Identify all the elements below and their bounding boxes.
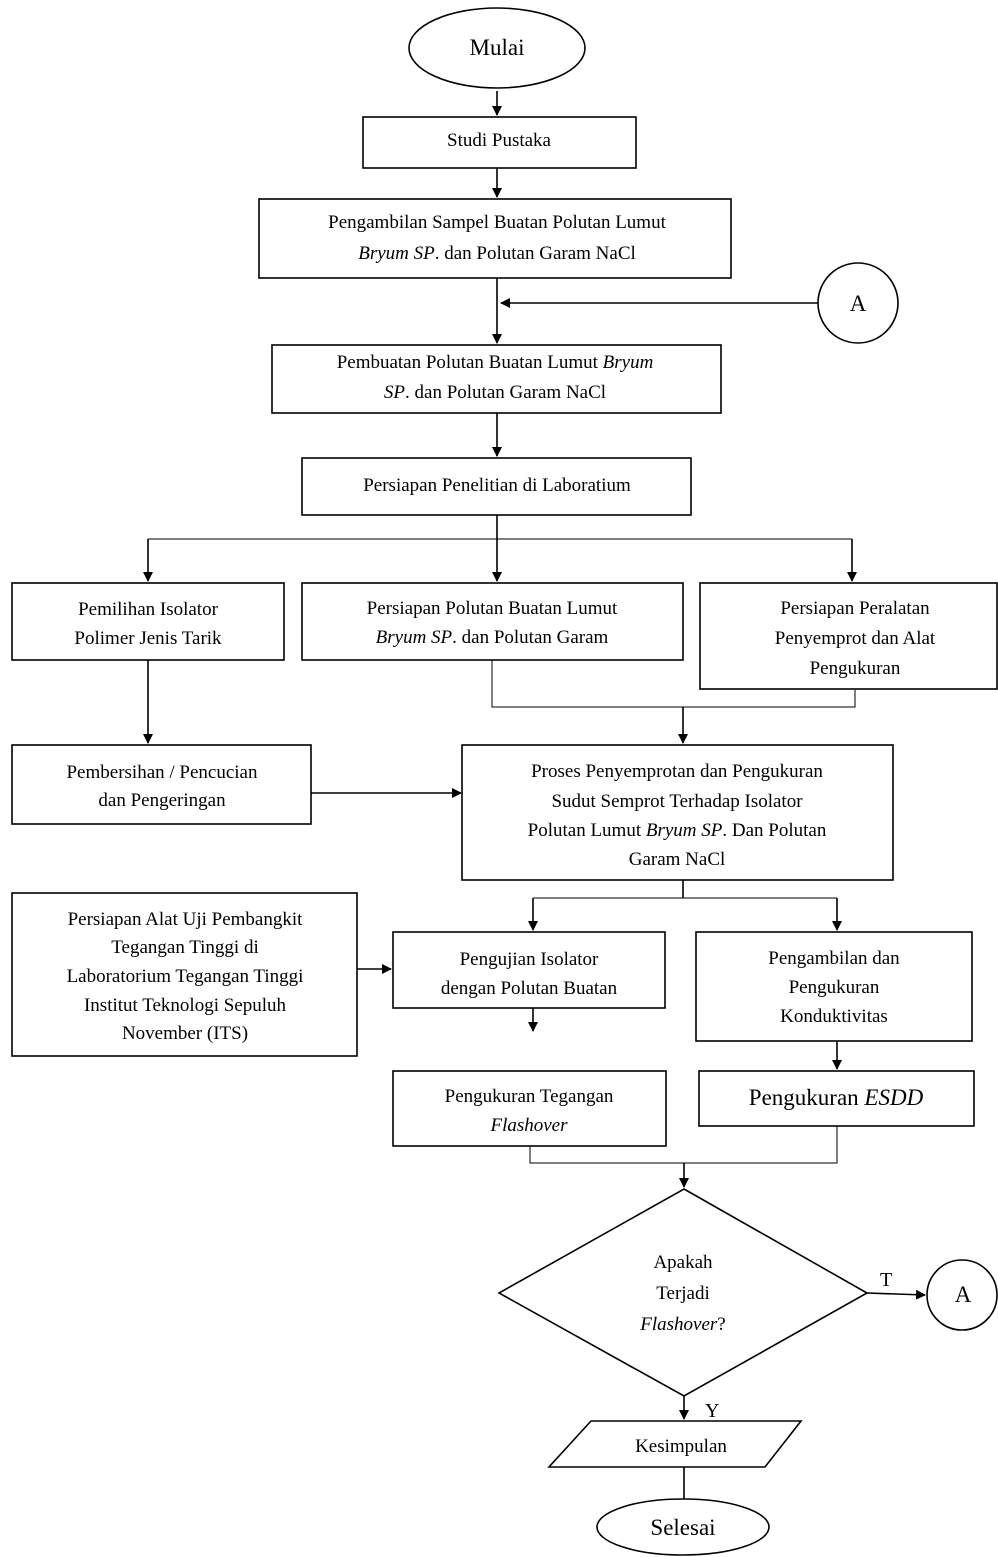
proses-line-1: Proses Penyemprotan dan Pengukuran (531, 761, 823, 782)
pengujian-line-2: dengan Polutan Buatan (441, 978, 618, 999)
flashover-line-2: Flashover (489, 1115, 568, 1136)
pengambilan-line-2: Bryum SP. dan Polutan Garam NaCl (358, 243, 636, 264)
persiapan-alat-uji-box: Persiapan Alat Uji Pembangkit Tegangan T… (11, 892, 358, 1057)
persiapan-polutan-box: Persiapan Polutan Buatan Lumut Bryum SP.… (301, 582, 684, 661)
konduktivitas-line-2: Pengukuran (789, 977, 880, 998)
pembuatan-polutan-box: Pembuatan Polutan Buatan Lumut Bryum SP.… (271, 344, 722, 414)
persiapan-peralatan-box: Persiapan Peralatan Penyemprot dan Alat … (699, 582, 998, 690)
persiapan-lab-label: Persiapan Penelitian di Laboratium (363, 475, 631, 496)
pembuatan-line-1: Pembuatan Polutan Buatan Lumut Bryum (337, 352, 654, 373)
decision-line-3: Flashover? (639, 1314, 725, 1335)
uji-line-4: Institut Teknologi Sepuluh (84, 995, 287, 1016)
pemilihan-line-2: Polimer Jenis Tarik (74, 628, 222, 649)
end-label: Selesai (650, 1515, 715, 1540)
pengambilan-line-1: Pengambilan Sampel Buatan Polutan Lumut (328, 212, 666, 233)
flashover-decision: Apakah Terjadi Flashover? (497, 1188, 869, 1397)
uji-line-1: Persiapan Alat Uji Pembangkit (68, 909, 304, 930)
konduktivitas-line-1: Pengambilan dan (768, 948, 900, 969)
pengujian-isolator-box: Pengujian Isolator dengan Polutan Buatan (392, 931, 666, 1009)
uji-line-5: November (ITS) (122, 1023, 248, 1044)
persiapan-alat-line-1: Persiapan Peralatan (780, 598, 930, 619)
pembersihan-box: Pembersihan / Pencucian dan Pengeringan (11, 744, 312, 825)
persiapan-polutan-line-1: Persiapan Polutan Buatan Lumut (367, 598, 618, 619)
proses-line-3: Polutan Lumut Bryum SP. Dan Polutan (528, 820, 827, 841)
connector-a-top: A (817, 262, 899, 344)
end-terminator: Selesai (596, 1498, 770, 1556)
uji-line-2: Tegangan Tinggi di (111, 937, 259, 958)
konduktivitas-box: Pengambilan dan Pengukuran Konduktivitas (695, 931, 973, 1042)
proses-line-2: Sudut Semprot Terhadap Isolator (551, 791, 803, 812)
decision-line-2: Terjadi (656, 1283, 710, 1304)
branch-label-t: T (880, 1269, 892, 1291)
pengambilan-sampel-box: Pengambilan Sampel Buatan Polutan Lumut … (258, 198, 732, 279)
persiapan-alat-line-2: Penyemprot dan Alat (775, 628, 936, 649)
pemilihan-isolator-box: Pemilihan Isolator Polimer Jenis Tarik (11, 582, 285, 661)
pembersihan-line-2: dan Pengeringan (98, 790, 226, 811)
persiapan-alat-line-3: Pengukuran (810, 658, 901, 679)
flashover-line-1: Pengukuran Tegangan (445, 1086, 614, 1107)
studi-pustaka-label: Studi Pustaka (447, 130, 552, 151)
start-label: Mulai (470, 35, 525, 60)
kesimpulan-label: Kesimpulan (635, 1436, 727, 1457)
konduktivitas-line-3: Konduktivitas (780, 1006, 888, 1027)
pembersihan-line-1: Pembersihan / Pencucian (66, 762, 258, 783)
kesimpulan-output: Kesimpulan (547, 1420, 803, 1468)
persiapan-lab-box: Persiapan Penelitian di Laboratium (301, 457, 692, 516)
esdd-box: Pengukuran ESDD (698, 1070, 975, 1127)
decision-line-1: Apakah (653, 1252, 713, 1273)
uji-line-3: Laboratorium Tegangan Tinggi (67, 966, 304, 987)
start-terminator: Mulai (408, 7, 586, 89)
pengujian-line-1: Pengujian Isolator (460, 949, 599, 970)
tegangan-flashover-box: Pengukuran Tegangan Flashover (392, 1070, 667, 1147)
proses-penyemprotan-box: Proses Penyemprotan dan Pengukuran Sudut… (461, 744, 894, 881)
persiapan-polutan-line-2: Bryum SP. dan Polutan Garam (376, 627, 609, 648)
connector-a-bottom: A (926, 1259, 998, 1331)
pemilihan-line-1: Pemilihan Isolator (78, 599, 219, 620)
pembuatan-line-2: SP. dan Polutan Garam NaCl (384, 382, 606, 403)
branch-label-y: Y (705, 1400, 719, 1422)
esdd-label: Pengukuran ESDD (749, 1085, 924, 1110)
connector-lines (143, 91, 926, 1500)
connector-a-bottom-label: A (955, 1282, 972, 1307)
connector-a-top-label: A (850, 291, 867, 316)
proses-line-4: Garam NaCl (629, 849, 726, 870)
studi-pustaka-box: Studi Pustaka (362, 116, 637, 169)
